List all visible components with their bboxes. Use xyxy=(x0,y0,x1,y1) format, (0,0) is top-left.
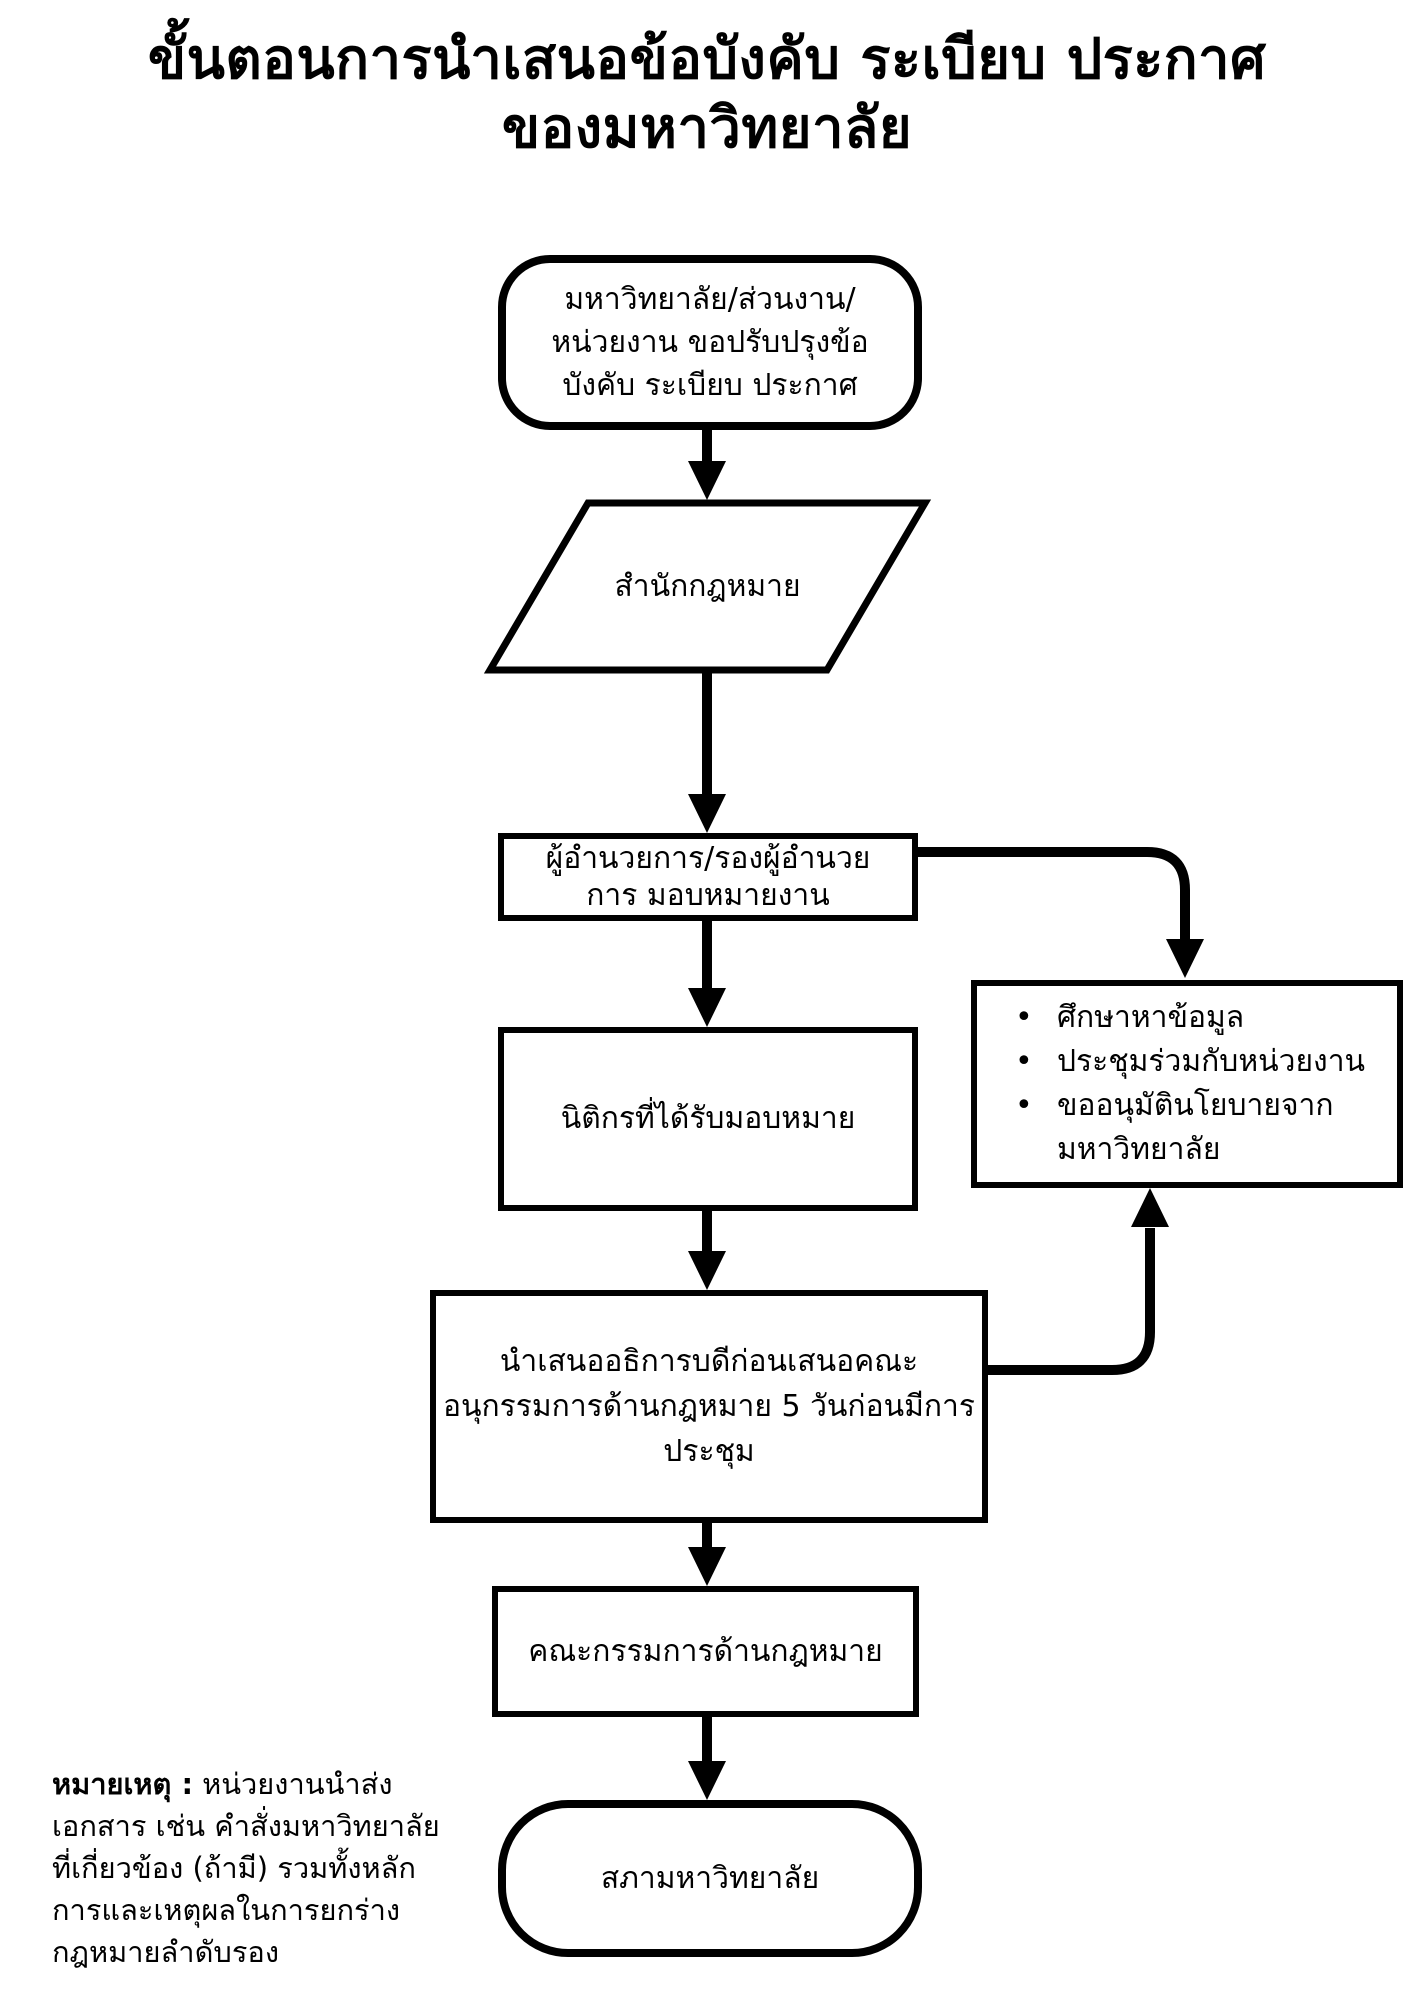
arrowhead-law-office-to-director xyxy=(688,794,726,833)
footnote: หมายเหตุ :หน่วยงานนำส่ง เอกสาร เช่น คำสั… xyxy=(52,1763,462,1973)
node-start-university-request: มหาวิทยาลัย/ส่วนงาน/ หน่วยงาน ขอปรับปรุง… xyxy=(498,255,922,430)
node-text-line: มหาวิทยาลัย/ส่วนงาน/ xyxy=(564,282,856,317)
bullet-text: ศึกษาหาข้อมูล xyxy=(1057,996,1244,1040)
connector-director-to-side-tasks xyxy=(913,847,1190,940)
page-title: ขั้นตอนการนำเสนอข้อบังคับ ระเบียบ ประกาศ… xyxy=(0,25,1414,164)
node-text-line: สภามหาวิทยาลัย xyxy=(600,1860,820,1896)
bullet-text: ขออนุมัตินโยบายจาก มหาวิทยาลัย xyxy=(1057,1084,1334,1172)
node-text-line: นำเสนออธิการบดีก่อนเสนอคณะ xyxy=(499,1344,919,1379)
footnote-line: กฎหมายลำดับรอง xyxy=(52,1935,279,1969)
arrowhead-present-rector-to-side-tasks xyxy=(1131,1188,1169,1227)
page-title-line-2: ของมหาวิทยาลัย xyxy=(501,96,913,162)
node-text-line: ประชุม xyxy=(663,1434,755,1469)
bullet-text-line: ศึกษาหาข้อมูล xyxy=(1057,1000,1245,1035)
node-law-committee: คณะกรรมการด้านกฎหมาย xyxy=(492,1586,919,1717)
law-office-parallelogram-shape xyxy=(483,499,932,674)
page-title-line-1: ขั้นตอนการนำเสนอข้อบังคับ ระเบียบ ประกาศ xyxy=(147,27,1267,92)
node-university-council: สภามหาวิทยาลัย xyxy=(498,1800,922,1957)
node-text-line: คณะกรรมการด้านกฎหมาย xyxy=(528,1633,883,1669)
bullet-text: ประชุมร่วมกับหน่วยงาน xyxy=(1057,1040,1365,1084)
bullet-item: • ศึกษาหาข้อมูล xyxy=(1015,996,1244,1040)
node-law-office: สำนักกฎหมาย xyxy=(490,503,925,670)
bullet-text-line: มหาวิทยาลัย xyxy=(1057,1132,1221,1167)
node-side-tasks: • ศึกษาหาข้อมูล • ประชุมร่วมกับหน่วยงาน … xyxy=(971,980,1403,1188)
bullet-item: • ประชุมร่วมกับหน่วยงาน xyxy=(1015,1040,1365,1084)
bullet-icon: • xyxy=(1015,1044,1033,1079)
footnote-line: การและเหตุผลในการยกร่าง xyxy=(52,1893,401,1927)
node-text-line: ผู้อำนวยการ/รองผู้อำนวย xyxy=(545,841,871,876)
node-text-line: หน่วยงาน ขอปรับปรุงข้อ xyxy=(551,325,869,360)
footnote-label: หมายเหตุ : xyxy=(52,1767,194,1801)
footnote-line: ที่เกี่ยวข้อง (ถ้ามี) รวมทั้งหลัก xyxy=(52,1851,416,1885)
node-text-line: บังคับ ระเบียบ ประกาศ xyxy=(562,368,858,403)
arrowhead-start-to-law-office xyxy=(688,461,726,500)
bullet-icon: • xyxy=(1015,1088,1033,1123)
node-assigned-legal-officer: นิติกรที่ได้รับมอบหมาย xyxy=(498,1027,918,1211)
node-text-line: สำนักกฎหมาย xyxy=(614,568,801,604)
arrowhead-legal-officer-to-present-rector xyxy=(688,1251,726,1290)
arrowhead-director-to-side-tasks xyxy=(1166,939,1204,978)
footnote-line: เอกสาร เช่น คำสั่งมหาวิทยาลัย xyxy=(52,1809,440,1843)
node-director-assigns-work: ผู้อำนวยการ/รองผู้อำนวย การ มอบหมายงาน xyxy=(498,833,918,921)
footnote-text: หน่วยงานนำส่ง xyxy=(202,1767,393,1801)
arrowhead-committee-to-council xyxy=(688,1761,726,1800)
node-text-line: อนุกรรมการด้านกฎหมาย 5 วันก่อนมีการ xyxy=(442,1389,976,1424)
arrowhead-present-rector-to-committee xyxy=(688,1547,726,1586)
bullet-item: • ขออนุมัตินโยบายจาก มหาวิทยาลัย xyxy=(1015,1084,1334,1172)
bullet-text-line: ประชุมร่วมกับหน่วยงาน xyxy=(1057,1044,1366,1079)
node-text-line: นิติกรที่ได้รับมอบหมาย xyxy=(560,1101,856,1136)
node-text-line: การ มอบหมายงาน xyxy=(586,878,830,913)
arrowhead-director-to-legal-officer xyxy=(688,988,726,1027)
bullet-icon: • xyxy=(1015,1000,1033,1035)
node-present-to-rector: นำเสนออธิการบดีก่อนเสนอคณะ อนุกรรมการด้า… xyxy=(430,1290,988,1523)
connector-present-rector-to-side-tasks xyxy=(988,1228,1155,1375)
bullet-text-line: ขออนุมัตินโยบายจาก xyxy=(1057,1088,1334,1123)
footnote-line: หมายเหตุ :หน่วยงานนำส่ง xyxy=(52,1763,462,1805)
